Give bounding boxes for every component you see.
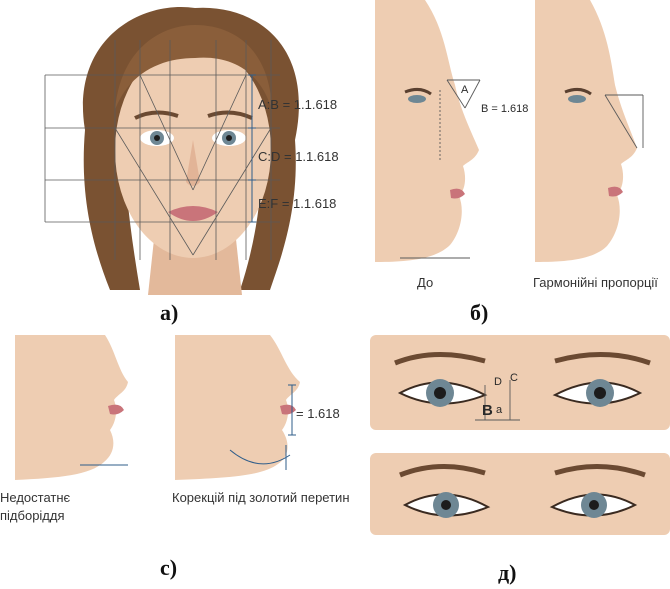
- chin-after-label: Корекцій під золотий перетин: [172, 490, 350, 505]
- nose-ratio-b: B = 1.618: [481, 103, 528, 115]
- eyes-illustration: D C B a: [370, 335, 670, 535]
- nose-letter-a: A: [461, 84, 469, 96]
- eye-letter-b: B: [482, 402, 493, 419]
- panel-c-chin-profiles: = 1.618 Недостатнє підборіддя Корекцій п…: [0, 330, 360, 589]
- nose-before-label: До: [417, 275, 433, 290]
- ratio-cd-label: C:D = 1.1.618: [258, 149, 339, 164]
- ratio-ef-label: E:F = 1.1.618: [258, 196, 336, 211]
- eye-letter-c: C: [510, 372, 518, 384]
- chin-profile-illustration: [0, 330, 360, 480]
- panel-b-nose-profiles: A B = 1.618 До Гармонійні пропорції: [375, 0, 670, 300]
- nose-profile-illustration: A B = 1.618: [375, 0, 670, 265]
- caption-d: д): [498, 560, 516, 586]
- caption-b: б): [470, 300, 488, 326]
- caption-a: а): [160, 300, 178, 326]
- chin-ratio-label: = 1.618: [296, 406, 340, 421]
- panel-d-eyes: D C B a: [370, 335, 670, 535]
- chin-before-label-line1: Недостатнє: [0, 490, 70, 505]
- eye-letter-d: D: [494, 376, 502, 388]
- eye-letter-a: a: [496, 404, 503, 416]
- chin-before-label-line2: підборіддя: [0, 508, 65, 523]
- panel-a-face-grid: A:B = 1.1.618 C:D = 1.1.618 E:F = 1.1.61…: [30, 0, 350, 300]
- caption-c: с): [160, 555, 177, 581]
- nose-after-label: Гармонійні пропорції: [533, 275, 658, 290]
- ratio-ab-label: A:B = 1.1.618: [258, 97, 337, 112]
